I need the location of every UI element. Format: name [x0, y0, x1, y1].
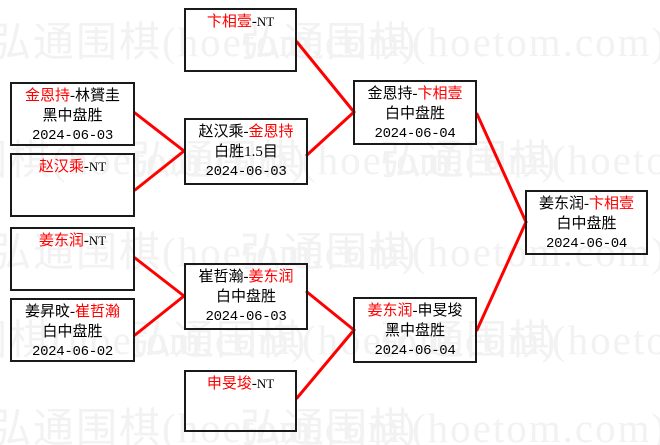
player-opponent: NT [256, 376, 275, 391]
line-r2bottom-to-sfbottom [305, 290, 356, 332]
watermark-text: 弘通围棋(hoetom.com) [240, 19, 660, 65]
player-winner: 姜东润 [367, 303, 413, 319]
player-separator: - [83, 233, 89, 249]
match-box-r1-jiang[interactable]: 姜东润-NT [10, 227, 135, 291]
player-winner: 金恩持 [24, 88, 70, 104]
player-winner: 卞相壹 [589, 196, 635, 212]
match-players: 崔哲瀚-姜东润 [186, 268, 306, 288]
match-box-final[interactable]: 姜东润-卞相壹 白中盘胜 2024-06-04 [525, 190, 648, 255]
match-date: 2024-06-03 [205, 308, 287, 325]
player-separator: - [70, 88, 75, 104]
match-result: 白胜1.5目 [214, 143, 278, 160]
match-result: 白中盘胜 [556, 215, 617, 232]
line-sfbottom-to-final [475, 220, 528, 332]
match-box-semifinal-bottom[interactable]: 姜东润-申旻埈 黑中盘胜 2024-06-04 [353, 297, 477, 363]
player-winner: 姜东润 [248, 269, 294, 285]
line-shen-to-sfbottom [295, 328, 356, 400]
player-separator: - [70, 304, 75, 320]
player-opponent: NT [88, 159, 107, 174]
player-loser: 林贇圭 [75, 88, 121, 104]
match-players: 金恩持-卞相壹 [355, 85, 475, 105]
player-separator: - [251, 14, 257, 30]
match-players: 卞相壹-NT [186, 13, 295, 33]
line-r2top-to-sftop [305, 110, 356, 157]
match-result: 黑中盘胜 [42, 107, 103, 124]
match-players: 申旻埈-NT [186, 375, 295, 395]
player-opponent: NT [88, 233, 107, 248]
watermark-text: 弘通围棋(hoetom.com) [240, 405, 660, 445]
player-loser: 崔哲瀚 [198, 269, 244, 285]
player-separator: - [412, 303, 418, 319]
match-box-r1-bian[interactable]: 卞相壹-NT [184, 8, 297, 72]
line-cui-to-r2bottom [133, 294, 186, 337]
line-kim-to-r2top [133, 111, 186, 153]
player-separator: - [251, 376, 257, 392]
match-date: 2024-06-04 [374, 125, 456, 142]
player-separator: - [243, 269, 249, 285]
player-separator: - [584, 196, 589, 212]
player-loser: 申旻埈 [417, 303, 463, 319]
match-date: 2024-06-03 [31, 127, 113, 144]
match-players: 姜东润-申旻埈 [355, 302, 475, 322]
player-separator: - [412, 86, 418, 102]
match-box-r1-shen[interactable]: 申旻埈-NT [184, 370, 297, 432]
line-sftop-to-final [475, 112, 528, 224]
match-box-r2-bottom[interactable]: 崔哲瀚-姜东润 白中盘胜 2024-06-03 [184, 263, 308, 330]
line-zhao-to-r2top [133, 149, 186, 192]
match-result: 白中盘胜 [215, 288, 276, 305]
match-players: 赵汉乘-金恩持 [186, 123, 306, 143]
match-players: 姜东润-NT [12, 232, 133, 252]
match-date: 2024-06-02 [31, 343, 113, 360]
match-players: 姜东润-卞相壹 [527, 195, 646, 215]
watermark-text: 弘通围棋(hoetom.com) [380, 137, 660, 183]
match-players: 姜昇旼-崔哲瀚 [12, 303, 133, 323]
player-loser: 金恩持 [367, 86, 413, 102]
player-winner: 赵汉乘 [38, 159, 84, 175]
player-winner: 卞相壹 [206, 14, 252, 30]
match-date: 2024-06-04 [374, 342, 456, 359]
match-box-r1-cui[interactable]: 姜昇旼-崔哲瀚 白中盘胜 2024-06-02 [10, 298, 135, 362]
match-result: 白中盘胜 [42, 323, 103, 340]
player-winner: 崔哲瀚 [75, 304, 121, 320]
player-winner: 姜东润 [38, 233, 84, 249]
match-players: 金恩持-林贇圭 [12, 87, 133, 107]
player-loser: 姜昇旼 [24, 304, 70, 320]
line-jiang-to-r2bottom [133, 256, 186, 298]
player-separator: - [83, 159, 89, 175]
player-winner: 申旻埈 [206, 376, 252, 392]
match-box-r2-top[interactable]: 赵汉乘-金恩持 白胜1.5目 2024-06-03 [184, 118, 308, 185]
player-separator: - [243, 124, 249, 140]
match-box-r1-zhao[interactable]: 赵汉乘-NT [10, 153, 135, 217]
match-players: 赵汉乘-NT [12, 158, 133, 178]
match-date: 2024-06-04 [545, 235, 627, 252]
line-bian-to-sftop [295, 40, 356, 114]
match-box-semifinal-top[interactable]: 金恩持-卞相壹 白中盘胜 2024-06-04 [353, 80, 477, 145]
match-result: 黑中盘胜 [384, 322, 445, 339]
player-loser: 赵汉乘 [198, 124, 244, 140]
match-box-r1-kim[interactable]: 金恩持-林贇圭 黑中盘胜 2024-06-03 [10, 82, 135, 146]
player-winner: 金恩持 [248, 124, 294, 140]
match-result: 白中盘胜 [384, 105, 445, 122]
player-opponent: NT [256, 14, 275, 29]
player-loser: 姜东润 [538, 196, 584, 212]
match-date: 2024-06-03 [205, 163, 287, 180]
player-winner: 卞相壹 [417, 86, 463, 102]
